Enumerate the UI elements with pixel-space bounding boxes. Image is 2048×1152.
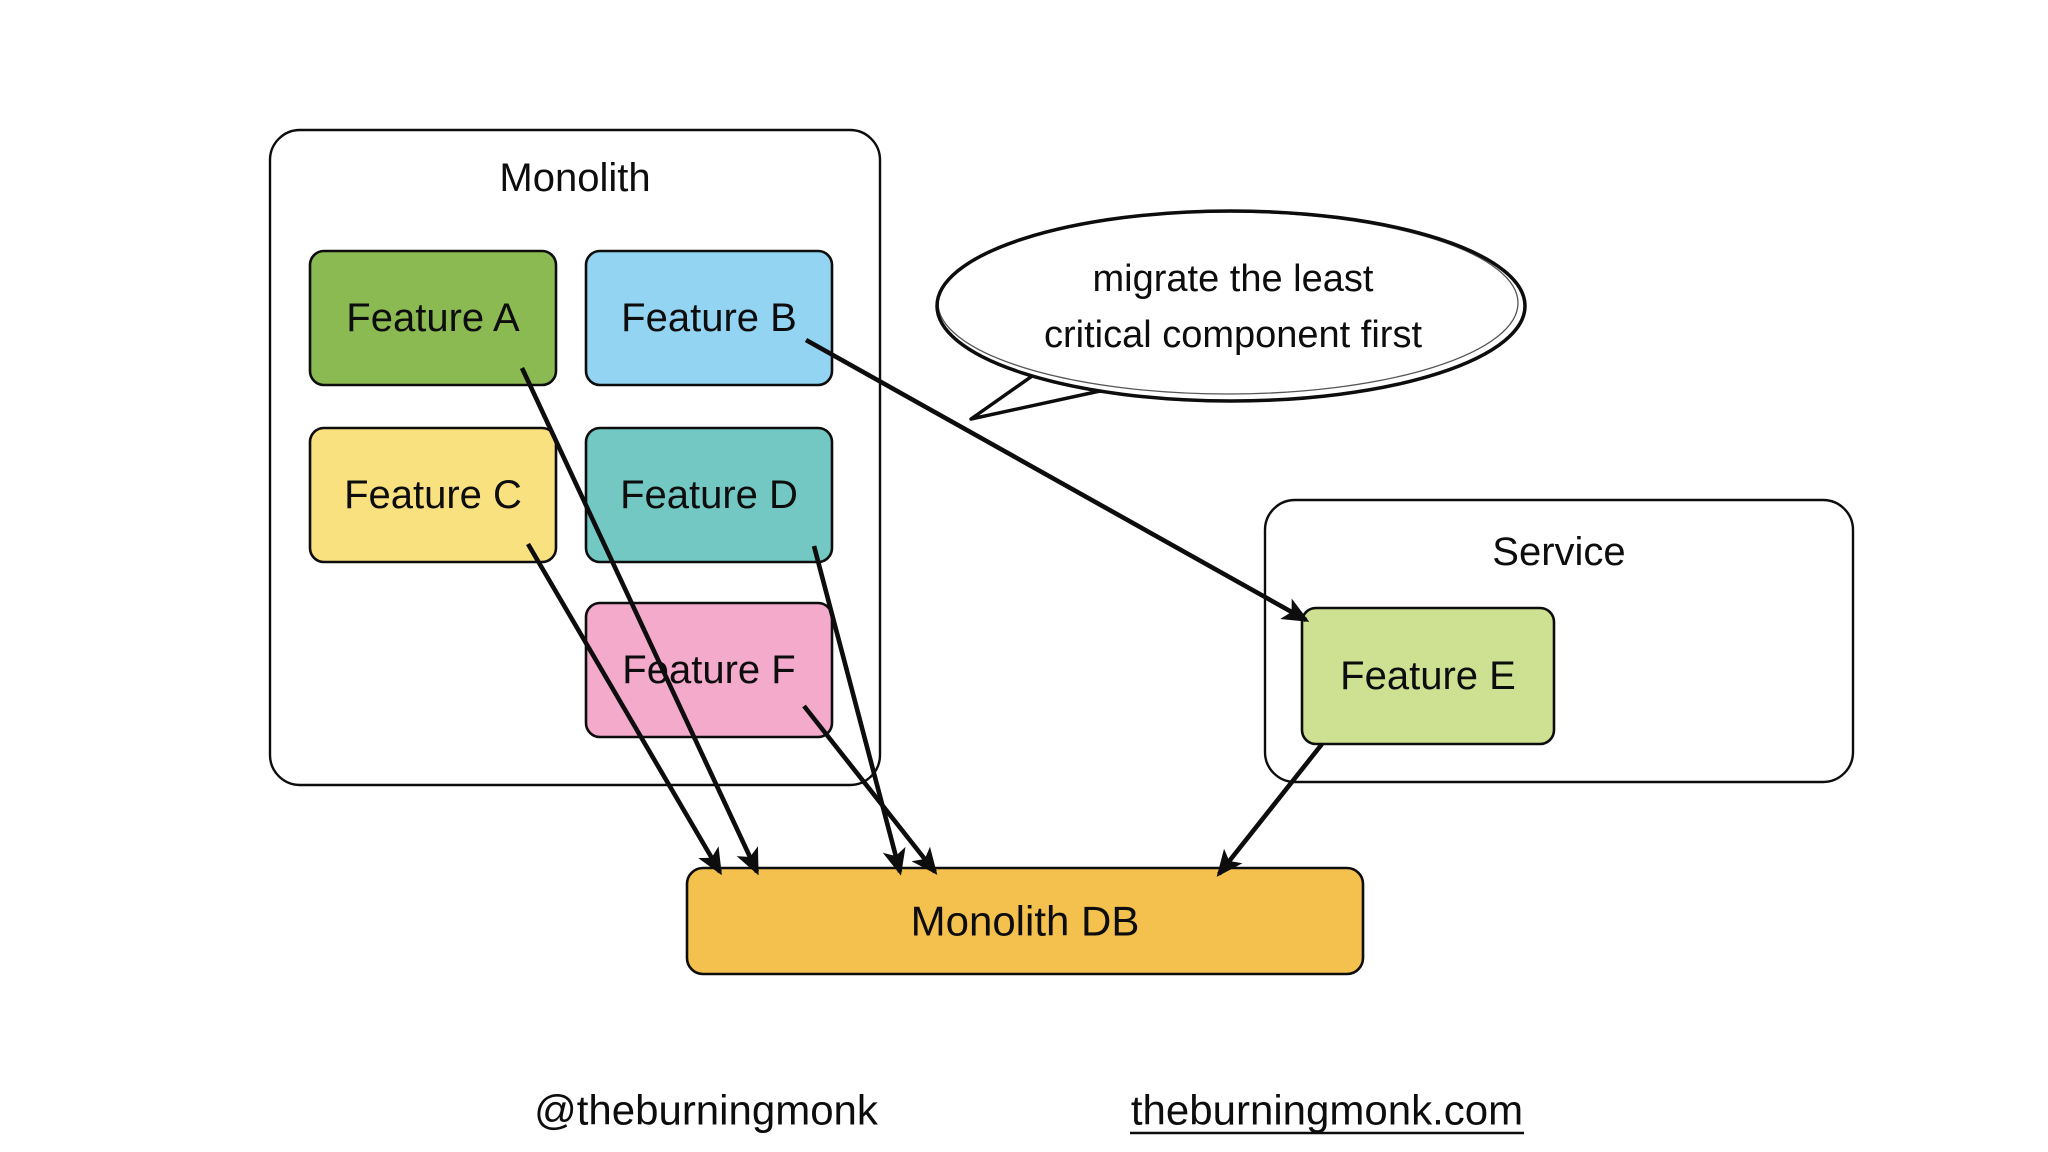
speech-bubble-text-line1: migrate the least	[1093, 258, 1374, 300]
feature-c-label: Feature C	[344, 473, 522, 517]
speech-bubble-body	[935, 209, 1527, 403]
feature-f-label: Feature F	[622, 648, 795, 692]
speech-bubble: migrate the least critical component fir…	[935, 209, 1527, 421]
footer-site-link[interactable]: theburningmonk.com	[1131, 1087, 1523, 1134]
arrow-feature-d-to-monolith-db	[811, 545, 906, 876]
speech-bubble-sketch-line	[937, 211, 1519, 395]
speech-bubble-text-line2: critical component first	[1044, 314, 1422, 356]
arrow-feature-e-to-monolith-db	[1216, 742, 1324, 877]
monolith-db-box	[685, 866, 1365, 976]
service-title: Service	[1492, 530, 1625, 574]
arrows-layer	[519, 337, 1324, 877]
arrow-feature-f-to-monolith-db	[802, 704, 938, 875]
feature-b-box	[584, 249, 834, 387]
feature-c-box	[308, 426, 558, 564]
feature-a-box	[308, 249, 558, 387]
footer-handle: @theburningmonk	[534, 1087, 879, 1134]
monolith-title: Monolith	[499, 156, 650, 200]
monolith-db-label: Monolith DB	[911, 898, 1140, 945]
arrow-feature-b-to-feature-e	[804, 337, 1310, 623]
arrow-feature-c-to-monolith-db	[526, 542, 722, 876]
arrow-feature-a-to-monolith-db	[519, 367, 760, 876]
feature-a-label: Feature A	[346, 296, 520, 340]
feature-e-box	[1300, 606, 1556, 746]
feature-b-label: Feature B	[621, 296, 797, 340]
feature-d-box	[584, 426, 834, 564]
feature-e-label: Feature E	[1340, 654, 1516, 698]
feature-d-label: Feature D	[620, 473, 798, 517]
